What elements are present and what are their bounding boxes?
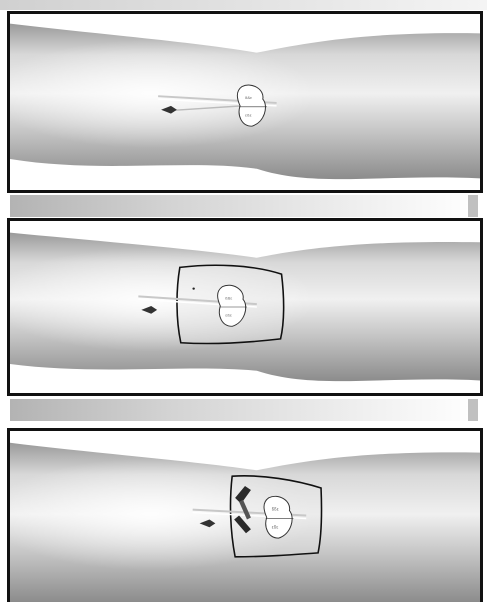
panel-separator: [10, 399, 478, 421]
svg-text:ɛßɛ: ɛßɛ: [245, 113, 252, 118]
arm-illustration-2: ßßɛ ɛßɛ: [10, 221, 480, 393]
svg-text:ßßɛ: ßßɛ: [272, 507, 279, 512]
panel-2: ßßɛ ɛßɛ: [7, 218, 483, 396]
arm-illustration-3: ßßɛ ɛßɛ: [10, 431, 480, 602]
panel-1: ßßɛ ɛßɛ: [7, 11, 483, 193]
svg-text:ɛßɛ: ɛßɛ: [272, 524, 279, 529]
svg-text:ßßɛ: ßßɛ: [245, 95, 252, 100]
svg-text:ßßɛ: ßßɛ: [225, 295, 232, 300]
panel-separator: [10, 195, 478, 217]
panel-3: ßßɛ ɛßɛ: [7, 428, 483, 602]
top-strip: [0, 0, 487, 10]
svg-text:ɛßɛ: ɛßɛ: [225, 313, 232, 318]
arm-illustration-1: ßßɛ ɛßɛ: [10, 14, 480, 190]
